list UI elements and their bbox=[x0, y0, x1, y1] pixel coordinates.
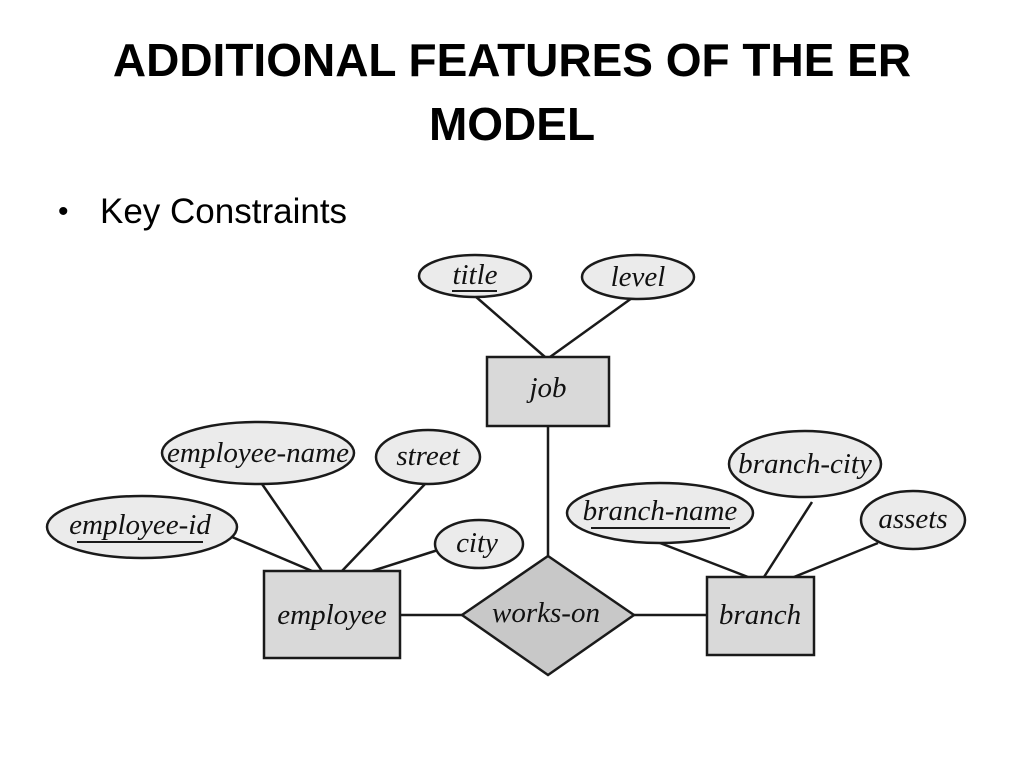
line-city-employee bbox=[371, 548, 439, 573]
attribute-level: level bbox=[580, 253, 696, 301]
slide-title: ADDITIONAL FEATURES OF THE ER MODEL bbox=[0, 28, 1024, 156]
entity-employee: employee bbox=[262, 569, 402, 660]
slide-title-line-2: MODEL bbox=[428, 98, 596, 150]
relationship-works-on: works-on bbox=[459, 554, 637, 677]
attribute-street: street bbox=[374, 428, 482, 486]
attribute-branch-city-label: branch-city bbox=[738, 448, 872, 480]
entity-branch-label: branch bbox=[719, 599, 801, 631]
attribute-branch-city: branch-city bbox=[727, 429, 883, 499]
line-title-job bbox=[474, 295, 546, 358]
entity-job: job bbox=[485, 355, 611, 428]
line-branch-city-branch bbox=[762, 501, 814, 578]
line-street-employee bbox=[341, 483, 426, 572]
attribute-title: title bbox=[417, 253, 533, 299]
attribute-street-label: street bbox=[396, 440, 460, 472]
bullet-dot-icon: • bbox=[58, 195, 69, 228]
attribute-city-label: city bbox=[456, 527, 498, 559]
line-employee-name-employee bbox=[260, 483, 324, 572]
connector-lines bbox=[231, 295, 879, 617]
bullet-list: • Key Constraints bbox=[58, 190, 347, 234]
entity-branch: branch bbox=[705, 575, 816, 657]
attribute-city: city bbox=[433, 518, 525, 570]
line-level-job bbox=[549, 296, 633, 359]
attribute-assets: assets bbox=[859, 489, 967, 551]
line-employee-id-employee bbox=[231, 535, 313, 573]
slide-title-line-1: ADDITIONAL FEATURES OF THE ER bbox=[112, 34, 912, 86]
bullet-item: • Key Constraints bbox=[58, 190, 347, 234]
attribute-assets-label: assets bbox=[878, 503, 947, 535]
attribute-branch-name-label: branch-name bbox=[583, 495, 738, 527]
bullet-text: Key Constraints bbox=[100, 192, 348, 231]
entity-job-label: job bbox=[525, 372, 566, 404]
attribute-level-label: level bbox=[611, 261, 666, 293]
attribute-branch-name: branch-name bbox=[565, 481, 755, 545]
attribute-employee-name-label: employee-name bbox=[167, 437, 349, 469]
attribute-employee-name: employee-name bbox=[160, 420, 356, 486]
entity-employee-label: employee bbox=[277, 599, 387, 631]
attribute-title-label: title bbox=[452, 259, 497, 291]
attribute-employee-id-label: employee-id bbox=[69, 509, 211, 541]
relationship-works-on-label: works-on bbox=[492, 597, 600, 629]
line-branch-name-branch bbox=[659, 541, 749, 579]
attribute-employee-id: employee-id bbox=[45, 494, 239, 560]
line-assets-branch bbox=[793, 541, 879, 579]
